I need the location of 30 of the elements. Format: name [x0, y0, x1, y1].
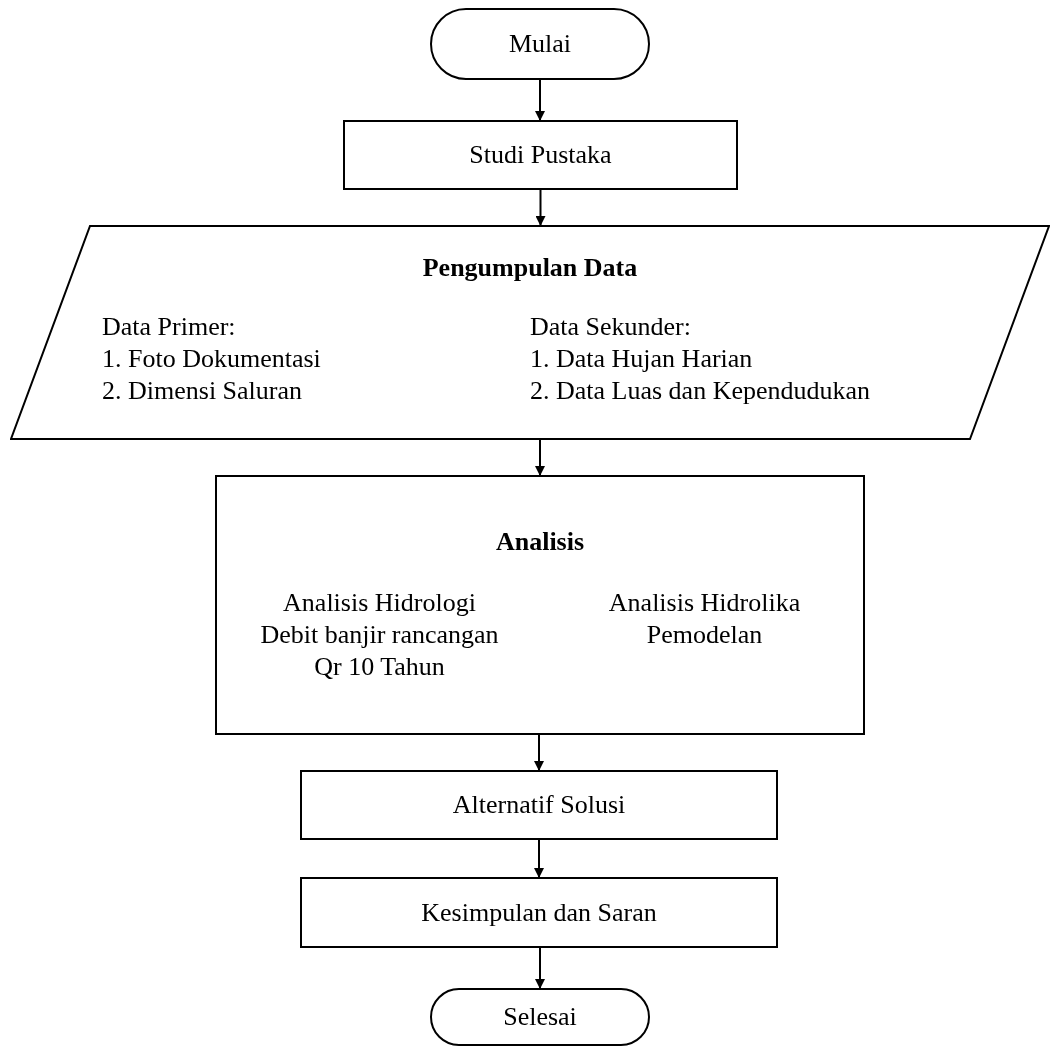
list-item: 2. Data Luas dan Kependudukan — [530, 375, 871, 407]
list-item: Data Primer: — [102, 311, 236, 343]
list-item: Debit banjir rancangan — [260, 619, 499, 651]
list-item: 1. Foto Dokumentasi — [102, 343, 321, 375]
process-box — [215, 475, 865, 735]
list-item: 1. Data Hujan Harian — [530, 343, 753, 375]
arrow — [534, 839, 544, 878]
process-box — [300, 770, 778, 840]
list-item: Data Sekunder: — [530, 311, 691, 343]
arrow — [535, 189, 546, 226]
node-label: Alternatif Solusi — [452, 790, 626, 820]
node-label: Studi Pustaka — [469, 140, 612, 170]
heading: Pengumpulan Data — [421, 253, 639, 283]
node-label: Kesimpulan dan Saran — [421, 897, 657, 928]
list-item: Analisis Hidrolika — [608, 587, 801, 619]
arrow — [535, 79, 545, 121]
arrow — [535, 439, 545, 476]
list-item: Qr 10 Tahun — [314, 651, 445, 683]
process-box — [300, 877, 778, 948]
list-item: Analisis Hidrologi — [283, 587, 476, 619]
heading: Analisis — [494, 527, 586, 557]
terminal-shape — [430, 988, 650, 1046]
node-label: Selesai — [503, 1002, 577, 1032]
list-item: Pemodelan — [646, 619, 763, 651]
arrow — [535, 947, 545, 989]
data-parallelogram — [10, 225, 1050, 440]
list-item: 2. Dimensi Saluran — [102, 375, 303, 407]
arrow — [534, 734, 544, 771]
process-box — [343, 120, 738, 190]
node-label: Mulai — [508, 29, 572, 59]
